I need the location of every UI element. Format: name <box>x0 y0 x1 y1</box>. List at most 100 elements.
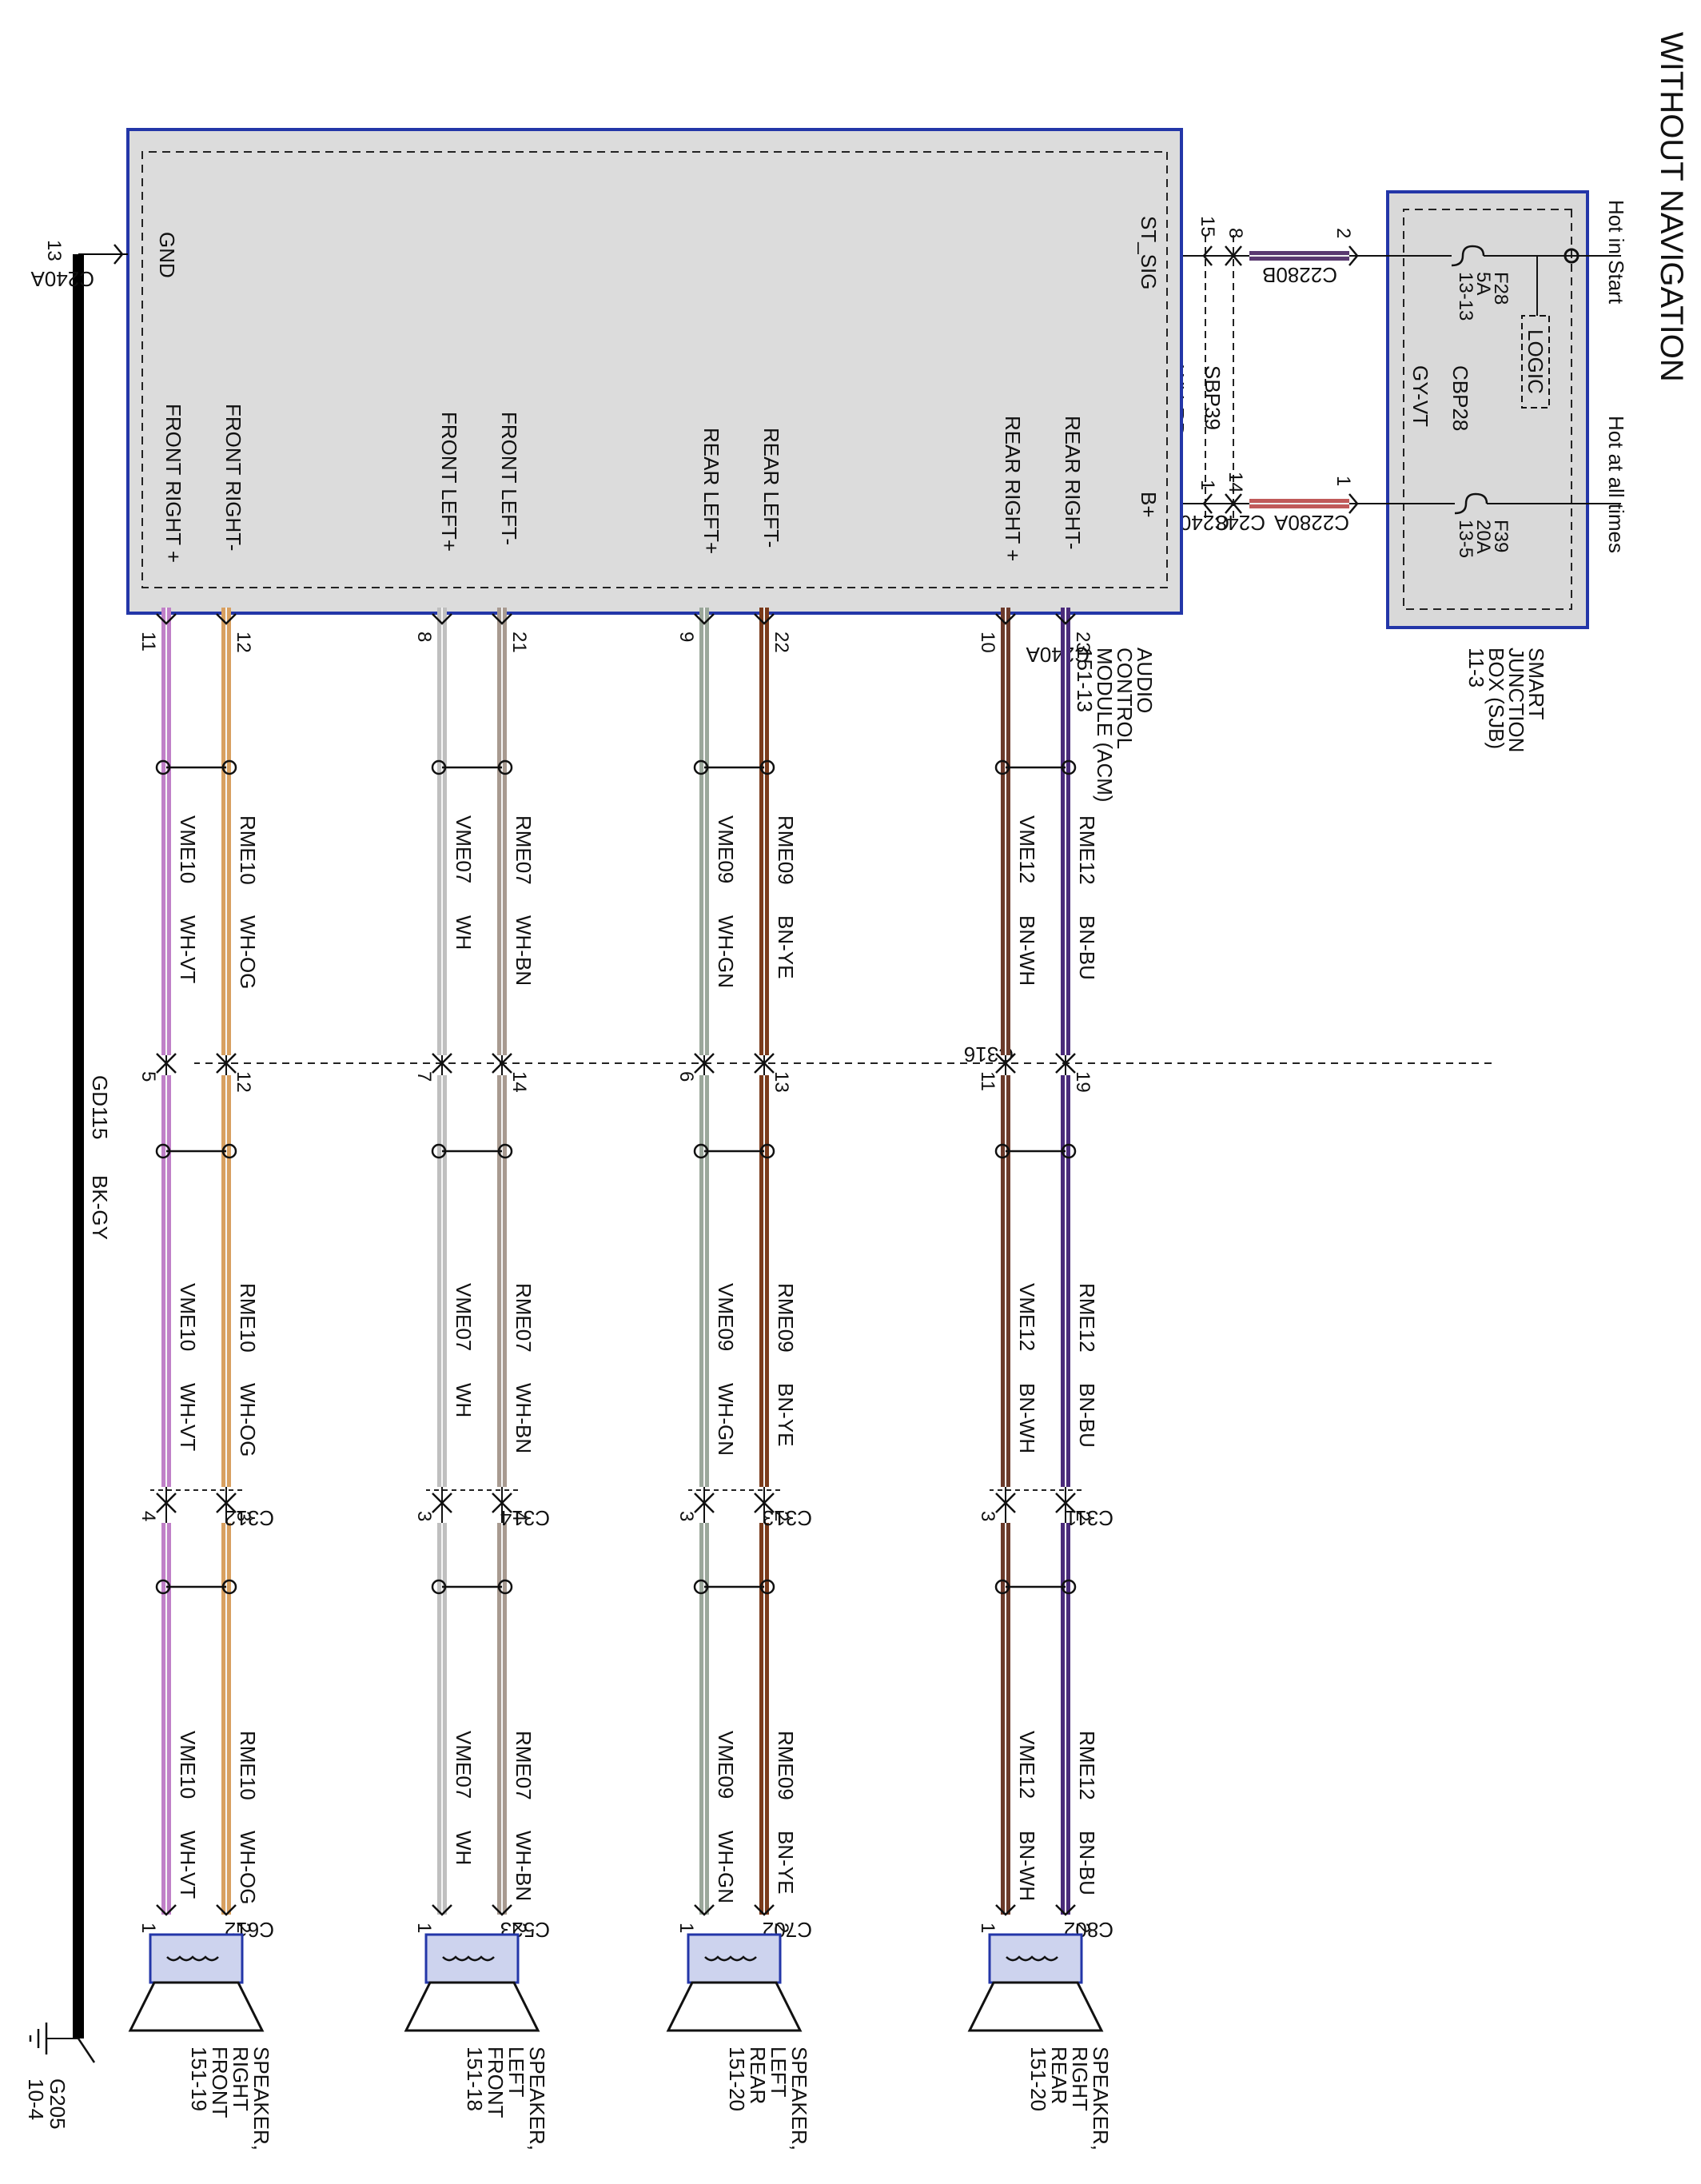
label-right-rear-pos-color-2: BN-BU <box>1075 1831 1099 1895</box>
label-right-front-neg-color-0: WH-VT <box>176 915 200 983</box>
fuse-f28-name: F28 <box>1490 272 1512 305</box>
connector-acm-right-front-neg-icon <box>156 613 177 625</box>
pin-c316-left-front-neg: 7 <box>413 1071 435 1082</box>
twist-right-rear-2-b <box>994 1579 1010 1595</box>
label-right-front-neg-circuit-1: VME10 <box>176 1283 200 1351</box>
twist-right-front-2-a <box>221 1579 237 1595</box>
speaker-name-left-rear-2: REAR <box>746 2047 770 2104</box>
connector-c2280a-icon <box>1348 493 1359 514</box>
feed-top-c248-pin: 8 <box>1225 228 1246 238</box>
connector-c2280b-icon <box>1348 245 1359 266</box>
sjb-name-4: 11-3 <box>1464 648 1488 687</box>
pin-spk-left-front-pos: 2 <box>508 1923 530 1933</box>
connector-c316-left-front-neg-icon <box>432 1053 452 1074</box>
connector-spk-left-rear-pos-icon <box>754 1904 775 1916</box>
connector-c316-right-rear-pos-icon <box>1055 1053 1076 1074</box>
pin-inline-left-front-neg: 3 <box>413 1511 435 1521</box>
speaker-name-right-rear-1: RIGHT <box>1068 2047 1092 2111</box>
pin-inline-right-rear-neg: 3 <box>977 1511 998 1521</box>
acm-term-1: REAR RIGHT + <box>1001 416 1025 561</box>
acm-term-6: FRONT RIGHT- <box>221 404 245 551</box>
label-right-rear-pos-circuit-1: RME12 <box>1075 1283 1099 1353</box>
label-left-rear-pos-circuit-0: RME09 <box>774 815 798 885</box>
pin-c316-right-front-neg: 5 <box>137 1071 159 1082</box>
label-right-rear-neg-color-2: BN-WH <box>1015 1831 1039 1901</box>
connector-inline-right-front-neg-icon <box>156 1493 177 1513</box>
connector-inline-right-front-pos-icon <box>216 1493 237 1513</box>
fuse-f39-amps: 20A <box>1472 520 1494 554</box>
smart-junction-box: Hot in Start Hot at all times LOGIC F28 … <box>1386 190 1628 752</box>
twist-right-rear-0-a <box>1061 759 1077 775</box>
label-left-front-neg-circuit-0: VME07 <box>452 815 476 883</box>
connector-c316-right-front-neg-icon <box>156 1053 177 1074</box>
label-left-rear-neg-circuit-0: VME09 <box>714 815 738 883</box>
pin-acm-left-rear-pos: 22 <box>771 632 792 653</box>
pin-spk-left-front-neg: 1 <box>413 1923 435 1933</box>
acm-name-1: AUDIO <box>1133 648 1157 713</box>
acm-term-4: FRONT LEFT- <box>497 412 521 545</box>
label-right-front-pos-circuit-0: RME10 <box>236 815 260 885</box>
ground-wire-color: BK-GY <box>88 1175 112 1240</box>
connector-acm-left-rear-pos-icon <box>754 613 775 625</box>
speaker-name-left-rear-1: LEFT <box>767 2047 791 2098</box>
connector-spk-right-rear-pos-icon <box>1055 1904 1076 1916</box>
pin-spk-right-rear-pos: 2 <box>1072 1923 1094 1933</box>
label-right-rear-pos-color-0: BN-BU <box>1075 915 1099 980</box>
ground-circuit: 13 C240A GD115 BK-GY G205 10-4 <box>24 240 128 2130</box>
connector-c316-left-rear-pos-icon <box>754 1053 775 1074</box>
label-right-front-neg-circuit-0: VME10 <box>176 815 200 883</box>
pin-c316-right-front-pos: 12 <box>233 1071 254 1093</box>
pin-spk-left-rear-pos: 2 <box>771 1923 792 1933</box>
speaker-name-left-front-2: FRONT <box>484 2047 508 2118</box>
acm-term-2: REAR LEFT- <box>759 428 783 548</box>
sjb-name-3: BOX (SJB) <box>1484 648 1508 749</box>
pin-acm-left-rear-neg: 9 <box>675 632 697 642</box>
feed-bottom-c248: C248 <box>1216 511 1265 535</box>
connector-label-inline-left-front: C314 <box>500 1506 550 1530</box>
connector-inline-left-front-pos-icon <box>492 1493 512 1513</box>
feed-wires: 2 8 15 CBP28 GY-VT C2280B 1 14 1 SBP39 W… <box>1165 216 1472 535</box>
connector-c316-right-rear-neg-icon <box>995 1053 1016 1074</box>
connector-label-inline-right-front: C312 <box>225 1506 274 1530</box>
pin-inline-left-rear-pos: 2 <box>771 1511 792 1521</box>
speaker-winding-right-front-icon <box>166 1955 219 1962</box>
pin-inline-left-front-pos: 4 <box>508 1511 530 1521</box>
connector-inline-left-rear-pos-icon <box>754 1493 775 1513</box>
label-right-rear-pos-circuit-2: RME12 <box>1075 1731 1099 1800</box>
connector-c316-left-front-pos-icon <box>492 1053 512 1074</box>
pin-spk-right-front-pos: 2 <box>233 1923 254 1933</box>
ground-symbol-icon <box>29 2023 96 2063</box>
label-left-front-neg-color-0: WH <box>452 915 476 950</box>
acm-bplus: B+ <box>1137 492 1161 518</box>
acm-connector: C240A <box>1026 643 1090 667</box>
label-left-rear-pos-color-2: BN-YE <box>774 1831 798 1894</box>
label-right-front-neg-color-2: WH-VT <box>176 1831 200 1899</box>
ground-ref: 10-4 <box>24 2078 48 2120</box>
feed-bottom-acm-pin: 1 <box>1197 480 1218 490</box>
acm-term-3: REAR LEFT+ <box>699 428 723 554</box>
pin-acm-right-rear-pos: 23 <box>1072 632 1094 653</box>
speaker-name-right-rear-0: SPEAKER, <box>1089 2047 1113 2150</box>
pin-inline-right-front-pos: 3 <box>233 1511 254 1521</box>
hot-in-start-label: Hot in Start <box>1604 200 1628 305</box>
speaker-name-right-front-2: FRONT <box>208 2047 232 2118</box>
label-right-rear-neg-color-0: BN-WH <box>1015 915 1039 986</box>
label-left-rear-pos-color-1: BN-YE <box>774 1383 798 1446</box>
label-left-front-pos-circuit-1: RME07 <box>512 1283 536 1353</box>
connector-acm-top-icon <box>1202 245 1213 266</box>
label-right-front-pos-color-0: WH-OG <box>236 915 260 989</box>
speaker-cone-right-rear-icon <box>967 1981 1104 2032</box>
acm-name-3: MODULE (ACM) <box>1093 648 1117 803</box>
sjb-name-1: SMART <box>1524 648 1548 720</box>
speaker-name-right-front-3: 151-19 <box>187 2047 211 2111</box>
connector-inline-right-rear-pos-icon <box>1055 1493 1076 1513</box>
pin-acm-left-front-pos: 21 <box>508 632 530 653</box>
twist-right-rear-0-b <box>994 759 1010 775</box>
label-left-front-neg-circuit-1: VME07 <box>452 1283 476 1351</box>
speaker-name-right-rear-2: REAR <box>1047 2047 1071 2104</box>
acm-term-0: REAR RIGHT- <box>1061 416 1085 550</box>
label-right-front-pos-circuit-2: RME10 <box>236 1731 260 1800</box>
connector-inline-left-rear-neg-icon <box>694 1493 715 1513</box>
speaker-cone-left-front-icon <box>404 1981 540 2032</box>
twist-right-front-1-b <box>155 1143 171 1159</box>
